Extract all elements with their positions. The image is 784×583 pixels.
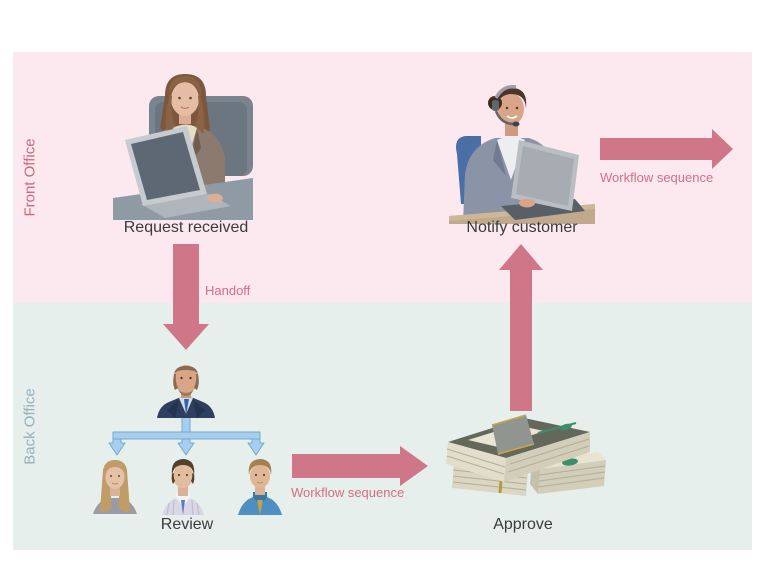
money-stacks-illustration <box>440 412 608 510</box>
lane-front-office-label-area: Front Office <box>13 52 47 303</box>
node-label-review: Review <box>160 516 214 533</box>
woman-at-laptop-illustration <box>113 66 253 220</box>
approve-to-notify-arrow <box>499 244 543 411</box>
node-label-approve: Approve <box>493 516 553 533</box>
reviewer-man-blue-shirt-illustration <box>236 456 284 515</box>
connector-label-handoff: Handoff <box>205 283 251 298</box>
review-to-approve-arrow <box>292 446 428 486</box>
delegation-tree-arrows <box>108 412 265 456</box>
handoff-arrow <box>163 244 209 350</box>
lane-back-office-label-area: Back Office <box>13 303 47 550</box>
lane-label-front-office: Front Office <box>21 138 39 217</box>
headset-agent-illustration <box>449 82 595 224</box>
connector-label-workflow-sequence-bottom: Workflow sequence <box>291 485 405 500</box>
lane-label-back-office: Back Office <box>21 388 39 465</box>
notify-outbound-arrow <box>600 129 733 169</box>
reviewer-woman-illustration <box>93 458 137 514</box>
manager-illustration <box>155 358 217 418</box>
reviewer-man-striped-shirt-illustration <box>160 456 206 515</box>
node-label-notify-customer: Notify customer <box>466 219 578 236</box>
lane-back-office <box>13 303 752 550</box>
connector-label-workflow-sequence-top: Workflow sequence <box>600 170 714 185</box>
node-label-request-received: Request received <box>123 219 249 236</box>
